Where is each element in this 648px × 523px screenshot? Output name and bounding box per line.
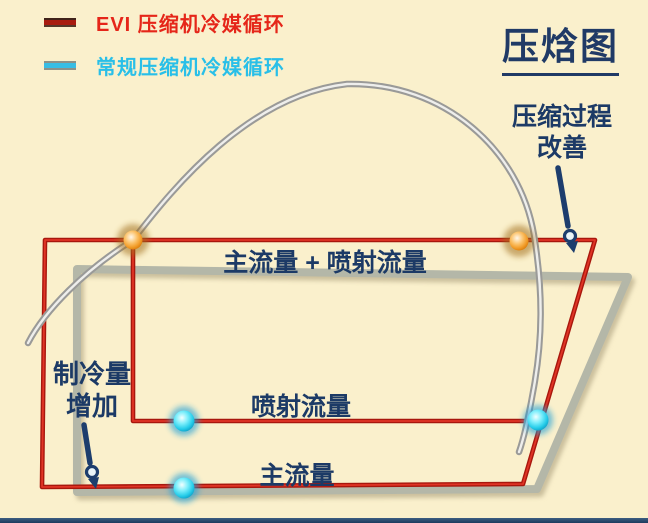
- state-point-orange-left: [117, 224, 149, 256]
- state-point-cyan-injection: [169, 406, 199, 436]
- state-point-orange-right: [503, 225, 535, 257]
- state-point-cyan-main: [169, 473, 199, 503]
- legend: EVI 压缩机冷媒循环 常规压缩机冷媒循环: [44, 9, 285, 95]
- cooling-capacity-note: 制冷量 增加: [38, 358, 146, 422]
- legend-item-conventional: 常规压缩机冷媒循环: [44, 52, 285, 79]
- main-flow-label: 主流量: [259, 462, 335, 490]
- evi-cycle-path: [39, 237, 598, 490]
- slide-bottom-border: [0, 518, 648, 523]
- cooling-note-line1: 制冷量: [52, 359, 131, 389]
- legend-item-evi: EVI 压缩机冷媒循环: [44, 9, 285, 36]
- state-point-cyan-right: [523, 405, 553, 435]
- conventional-cycle-path: [73, 265, 632, 496]
- conventional-line-swatch: [44, 60, 76, 70]
- evi-line-swatch: [44, 17, 76, 27]
- compression-note-line2: 改善: [536, 134, 587, 162]
- legend-label-evi: EVI 压缩机冷媒循环: [96, 13, 285, 36]
- cooling-arrow: [81, 422, 100, 489]
- cooling-note-line2: 增加: [65, 391, 118, 421]
- injection-flow-label: 喷射流量: [250, 393, 351, 421]
- page-title: 压焓图: [502, 16, 619, 76]
- compression-arrow: [555, 165, 578, 253]
- legend-label-conventional: 常规压缩机冷媒循环: [96, 56, 285, 79]
- combined-flow-label: 主流量 + 喷射流量: [223, 249, 427, 277]
- compression-improvement-note: 压缩过程 改善: [494, 102, 630, 164]
- compression-note-line1: 压缩过程: [511, 103, 612, 131]
